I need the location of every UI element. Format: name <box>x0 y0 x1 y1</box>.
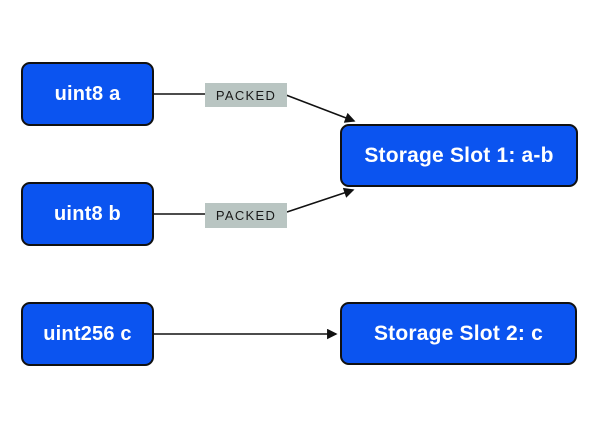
node-storage-slot-1: Storage Slot 1: a-b <box>340 124 578 187</box>
node-uint8-b: uint8 b <box>21 182 154 246</box>
packed-badge-2-label: PACKED <box>215 208 277 223</box>
arrow-packed2-to-slot1 <box>286 187 355 213</box>
node-storage-slot-2-label: Storage Slot 2: c <box>373 321 544 345</box>
node-uint256-c-label: uint256 c <box>43 322 132 345</box>
packed-badge-1-label: PACKED <box>215 87 277 103</box>
node-uint8-a-label: uint8 a <box>54 82 121 105</box>
node-uint256-c: uint256 c <box>21 302 154 366</box>
arrow-packed1-to-slot1 <box>285 94 356 123</box>
packed-badge-1: PACKED <box>205 83 287 107</box>
node-uint8-a: uint8 a <box>21 62 154 126</box>
node-uint8-b-label: uint8 b <box>54 202 121 225</box>
node-storage-slot-1-label: Storage Slot 1: a-b <box>364 143 554 167</box>
node-storage-slot-2: Storage Slot 2: c <box>340 302 577 365</box>
packed-badge-2: PACKED <box>205 203 287 228</box>
